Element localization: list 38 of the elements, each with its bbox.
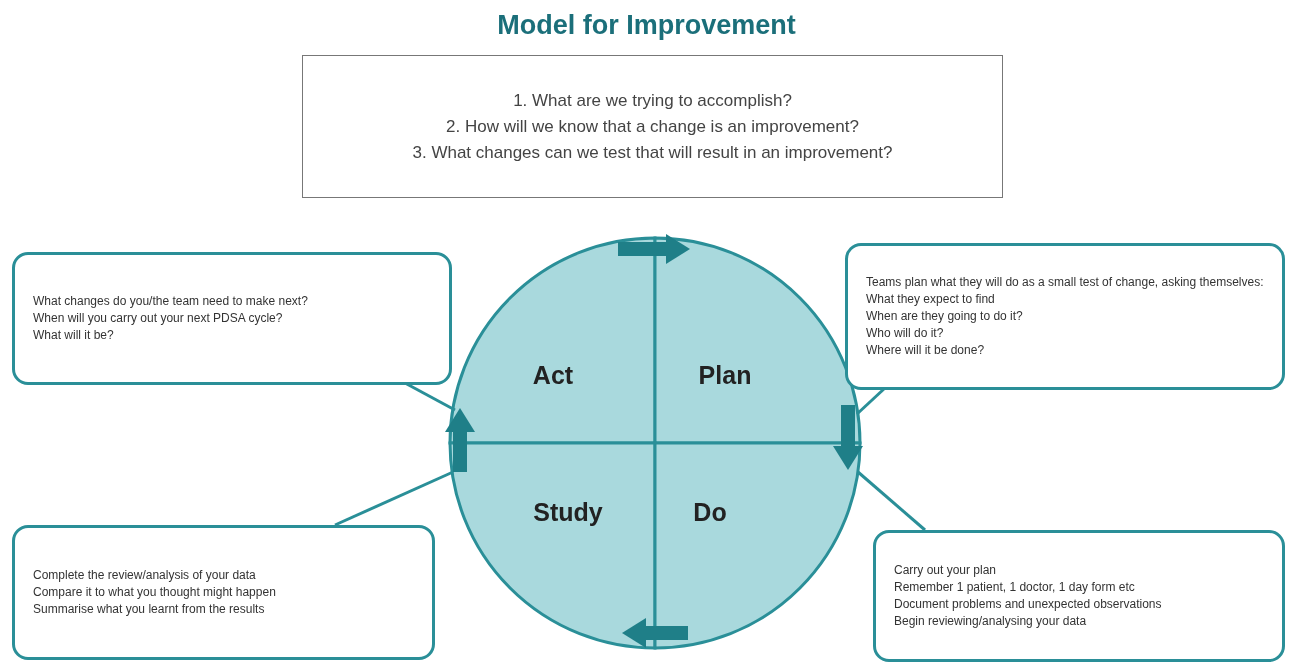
quadrant-label: Act: [532, 360, 574, 390]
cycle-arrow: [622, 618, 688, 648]
quadrant-label: Plan: [698, 360, 752, 390]
speech-bubble: [12, 252, 452, 385]
circle-quadrant: [450, 238, 655, 443]
callout-text: When are they going to do it?: [866, 308, 1024, 325]
circle-quadrant: [655, 238, 860, 443]
callout-text: What changes do you/the team need to make next?: [33, 293, 309, 310]
cycle-arrow: [618, 234, 690, 264]
callout-text: Teams plan what they will do as a small test of change, asking themselves:: [866, 274, 1264, 291]
leader-line: [334, 470, 454, 527]
callout-text: Remember 1 patient, 1 doctor, 1 day form etc: [894, 579, 1136, 596]
quadrant-label: Study: [533, 497, 603, 527]
callout-text: What will it be?: [33, 327, 115, 344]
quadrant-label: Do: [693, 497, 727, 527]
question-text: 1. What are we trying to accomplish?: [513, 90, 792, 111]
title: Model for Improvement: [496, 10, 797, 41]
callout-text: Who will do it?: [866, 325, 945, 342]
cycle-arrow: [445, 408, 475, 472]
callout-text: What they expect to find: [866, 291, 996, 308]
speech-bubble: [873, 530, 1285, 662]
circle-quadrant: [655, 443, 860, 648]
question-box: [302, 55, 1003, 198]
callout-text: Where will it be done?: [866, 342, 986, 359]
question-text: 2. How will we know that a change is an improvement?: [446, 116, 859, 137]
cycle-arrow: [833, 405, 863, 470]
speech-bubble: [845, 243, 1285, 390]
speech-bubble: [12, 525, 435, 660]
question-text: 3. What changes can we test that will result in an improvement?: [412, 142, 893, 163]
callout-text: Carry out your plan: [894, 562, 998, 579]
callout-text: Document problems and unexpected observations: [894, 596, 1163, 613]
callout-text: Compare it to what you thought might happen: [33, 584, 277, 601]
callout-text: Summarise what you learnt from the results: [33, 601, 266, 618]
leader-line: [857, 470, 926, 532]
callout-text: When will you carry out your next PDSA cycle?: [33, 310, 284, 327]
circle-quadrant: [450, 443, 655, 648]
callout-text: Begin reviewing/analysing your data: [894, 613, 1088, 630]
callout-text: Complete the review/analysis of your data: [33, 567, 257, 584]
